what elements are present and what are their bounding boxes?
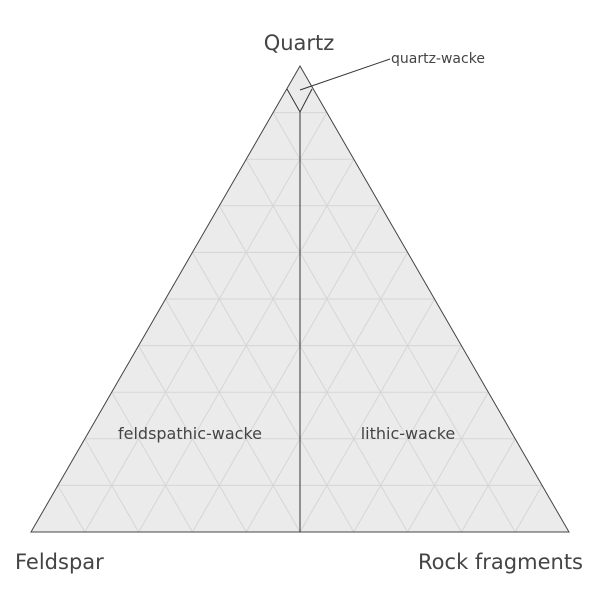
grid-line-feldspar: [218, 205, 409, 533]
grid-line-feldspar: [245, 158, 462, 533]
region-boundaries: [286, 88, 313, 532]
axis-title-rock-fragments: Rock fragments: [418, 550, 583, 574]
grid-line-rock-fragments: [84, 112, 328, 533]
grid-line-feldspar: [111, 391, 193, 533]
grid-line-rock-fragments: [407, 391, 489, 533]
axis-title-feldspar: Feldspar: [15, 550, 104, 574]
quartz-wacke-label: quartz-wacke: [391, 51, 485, 67]
grid-line-rock-fragments: [299, 298, 435, 533]
axis-title-quartz: Quartz: [264, 31, 335, 55]
grid-line-rock-fragments: [138, 158, 355, 533]
grid-line-rock-fragments: [191, 205, 382, 533]
grid-line-rock-fragments: [514, 485, 543, 533]
quartz-wacke-annotation-line: [299, 58, 391, 91]
feldspathic-wacke-label: feldspathic-wacke: [118, 424, 262, 443]
lithic-wacke-label: lithic-wacke: [361, 424, 456, 443]
grid-lines: [57, 112, 543, 533]
grid-line-feldspar: [272, 112, 516, 533]
grid-line-feldspar: [57, 485, 86, 533]
grid-line-feldspar: [165, 298, 301, 533]
